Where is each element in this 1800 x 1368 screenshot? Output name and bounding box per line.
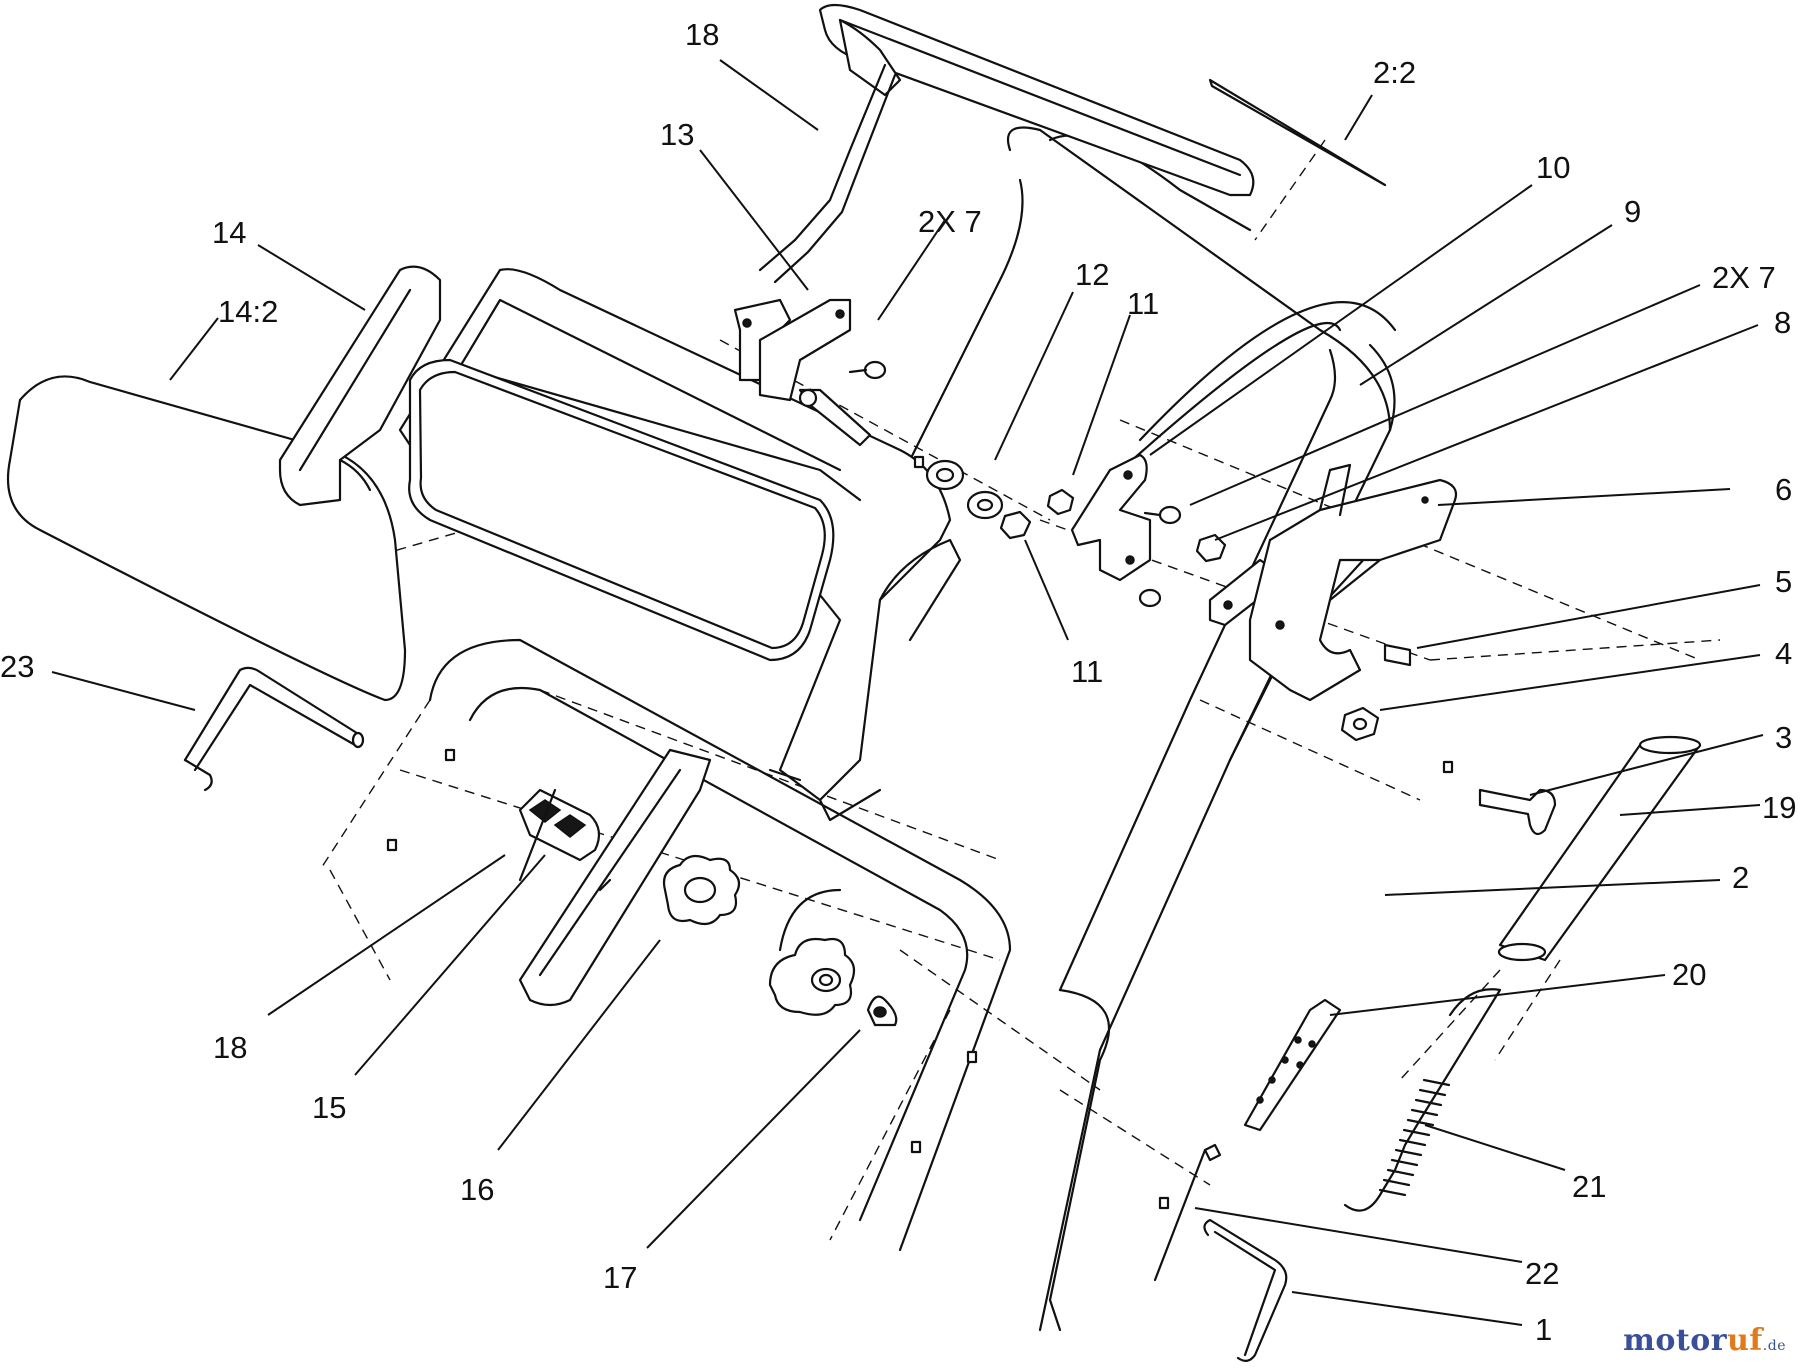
bracket-6	[1248, 463, 1458, 702]
callout-label: 8	[1774, 305, 1791, 340]
callout-label: 5	[1775, 564, 1792, 599]
watermark-brand: motor	[1623, 1323, 1728, 1358]
callout-label: 13	[660, 117, 694, 152]
callout-label: 4	[1775, 636, 1792, 671]
callout-label: 17	[603, 1260, 637, 1295]
callout-label: 15	[312, 1090, 346, 1125]
watermark-suffix: .de	[1762, 1338, 1786, 1354]
callout-label: 11	[1071, 654, 1103, 689]
callout-label: 6	[1775, 472, 1792, 507]
plate-20	[1243, 998, 1342, 1132]
callout-label: 11	[1127, 286, 1159, 321]
screw-7-top	[848, 360, 887, 380]
knob-17	[768, 937, 856, 1016]
bushing-12	[925, 459, 1004, 520]
bolt-3	[1478, 788, 1557, 836]
watermark-logo: motoruf.de	[1623, 1323, 1786, 1358]
bracket-14	[278, 265, 442, 507]
nut-4	[1340, 706, 1380, 742]
rod-22	[1153, 1143, 1222, 1282]
decal-2-2	[1208, 78, 1387, 187]
callout-label: 2	[1732, 860, 1749, 895]
callout-label: 12	[1075, 257, 1109, 292]
callout-label: 16	[460, 1172, 494, 1207]
watermark-accent: uf	[1727, 1323, 1763, 1358]
spring-21	[1343, 988, 1502, 1212]
callout-label: 22	[1525, 1256, 1559, 1291]
pin-1	[1203, 1218, 1288, 1362]
callout-label: 14	[212, 215, 246, 250]
control-panel	[398, 268, 962, 822]
callout-label: 10	[1536, 150, 1570, 185]
cable-18-top	[733, 63, 897, 447]
bolt-5	[1383, 643, 1412, 667]
bracket-10	[1070, 453, 1182, 608]
callout-label: 2X 7	[1712, 260, 1776, 295]
callout-labels: 18 13 2X 7 2:2 10 9 2X 7 8 14 14:2 12 11…	[0, 17, 1796, 1347]
callout-label: 1	[1535, 1312, 1552, 1347]
pin-23	[183, 666, 365, 792]
clamp-15	[518, 788, 601, 882]
callout-label: 18	[685, 17, 719, 52]
knob-16	[662, 854, 741, 926]
slotted-plate	[518, 748, 712, 1007]
callout-label: 23	[0, 649, 34, 684]
tube-19	[1497, 735, 1702, 962]
nut-8	[1195, 533, 1227, 563]
callout-label: 2:2	[1373, 55, 1416, 90]
callout-label: 9	[1624, 194, 1641, 229]
spring-coils	[1378, 1078, 1451, 1197]
nut-11	[999, 488, 1075, 540]
callout-label: 2X 7	[918, 204, 982, 239]
callout-label: 14:2	[218, 294, 278, 329]
leader-lines	[51, 59, 1764, 1326]
callout-label: 20	[1672, 957, 1706, 992]
top-handle-bar	[818, 3, 1255, 197]
callout-label: 3	[1775, 720, 1792, 755]
tube-holes	[386, 455, 1454, 1210]
callout-label: 21	[1572, 1169, 1606, 1204]
callout-label: 19	[1762, 790, 1796, 825]
callout-label: 18	[213, 1030, 247, 1065]
washer-17	[866, 995, 898, 1027]
